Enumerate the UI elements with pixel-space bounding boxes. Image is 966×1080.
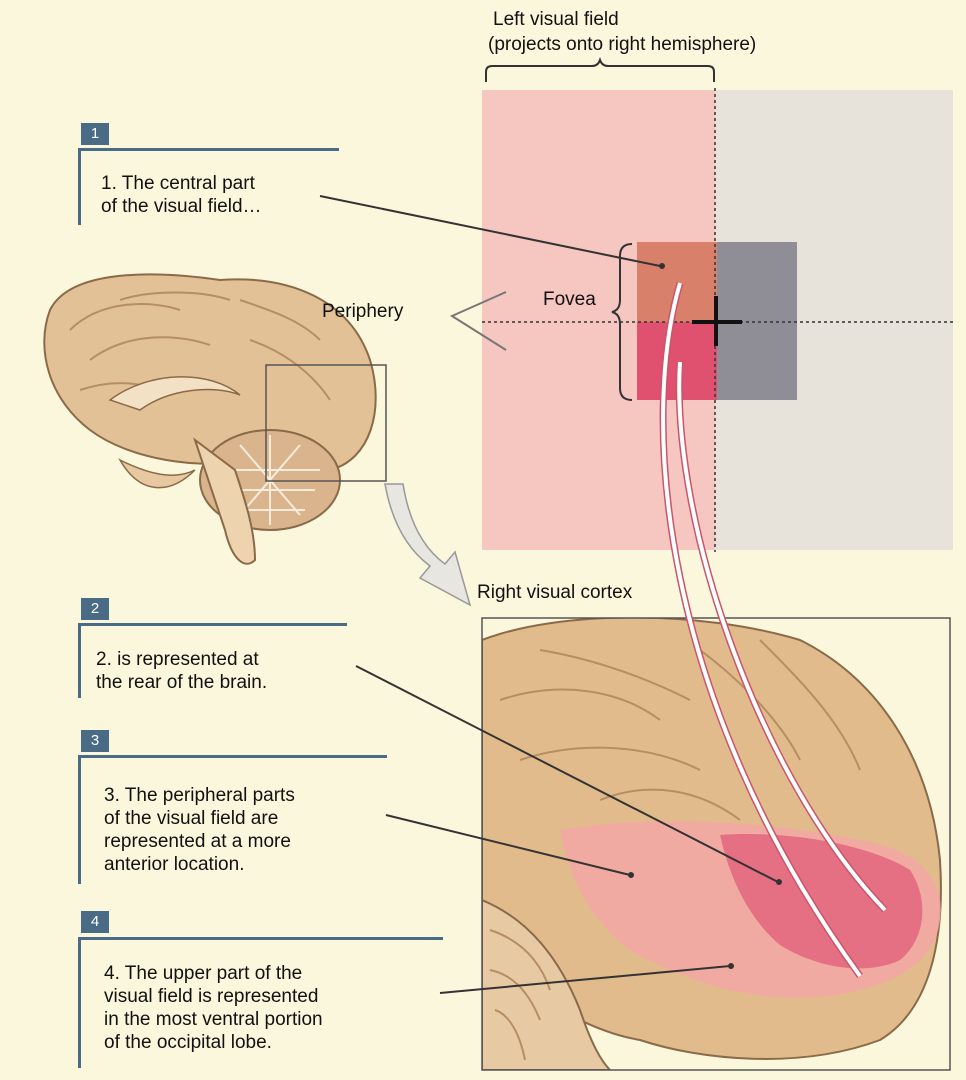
header-bracket (486, 60, 714, 82)
cortex-closeup (482, 618, 950, 1071)
header-title: Left visual field (493, 8, 619, 31)
callout-badge-4: 4 (81, 911, 109, 933)
periphery-label: Periphery (322, 300, 403, 323)
callout-badge-1: 1 (81, 123, 109, 145)
header-subtitle: (projects onto right hemisphere) (488, 33, 756, 56)
leader-dot-3 (628, 872, 634, 878)
fovea-upper-left (637, 242, 717, 322)
callout-text-2: 2. is represented at the rear of the bra… (96, 648, 267, 694)
fovea-label: Fovea (543, 288, 596, 311)
callout-badge-2: 2 (81, 598, 109, 620)
leader-dot-2 (776, 879, 782, 885)
callout-text-4: 4. The upper part of the visual field is… (104, 962, 323, 1054)
callout-text-3: 3. The peripheral parts of the visual fi… (104, 784, 295, 876)
cortex-title: Right visual cortex (477, 581, 632, 604)
zoom-arrow-icon (385, 484, 470, 605)
callout-badge-3: 3 (81, 730, 109, 752)
leader-dot-1 (659, 263, 665, 269)
callout-text-1: 1. The central part of the visual field… (101, 172, 262, 218)
leader-dot-4 (728, 963, 734, 969)
